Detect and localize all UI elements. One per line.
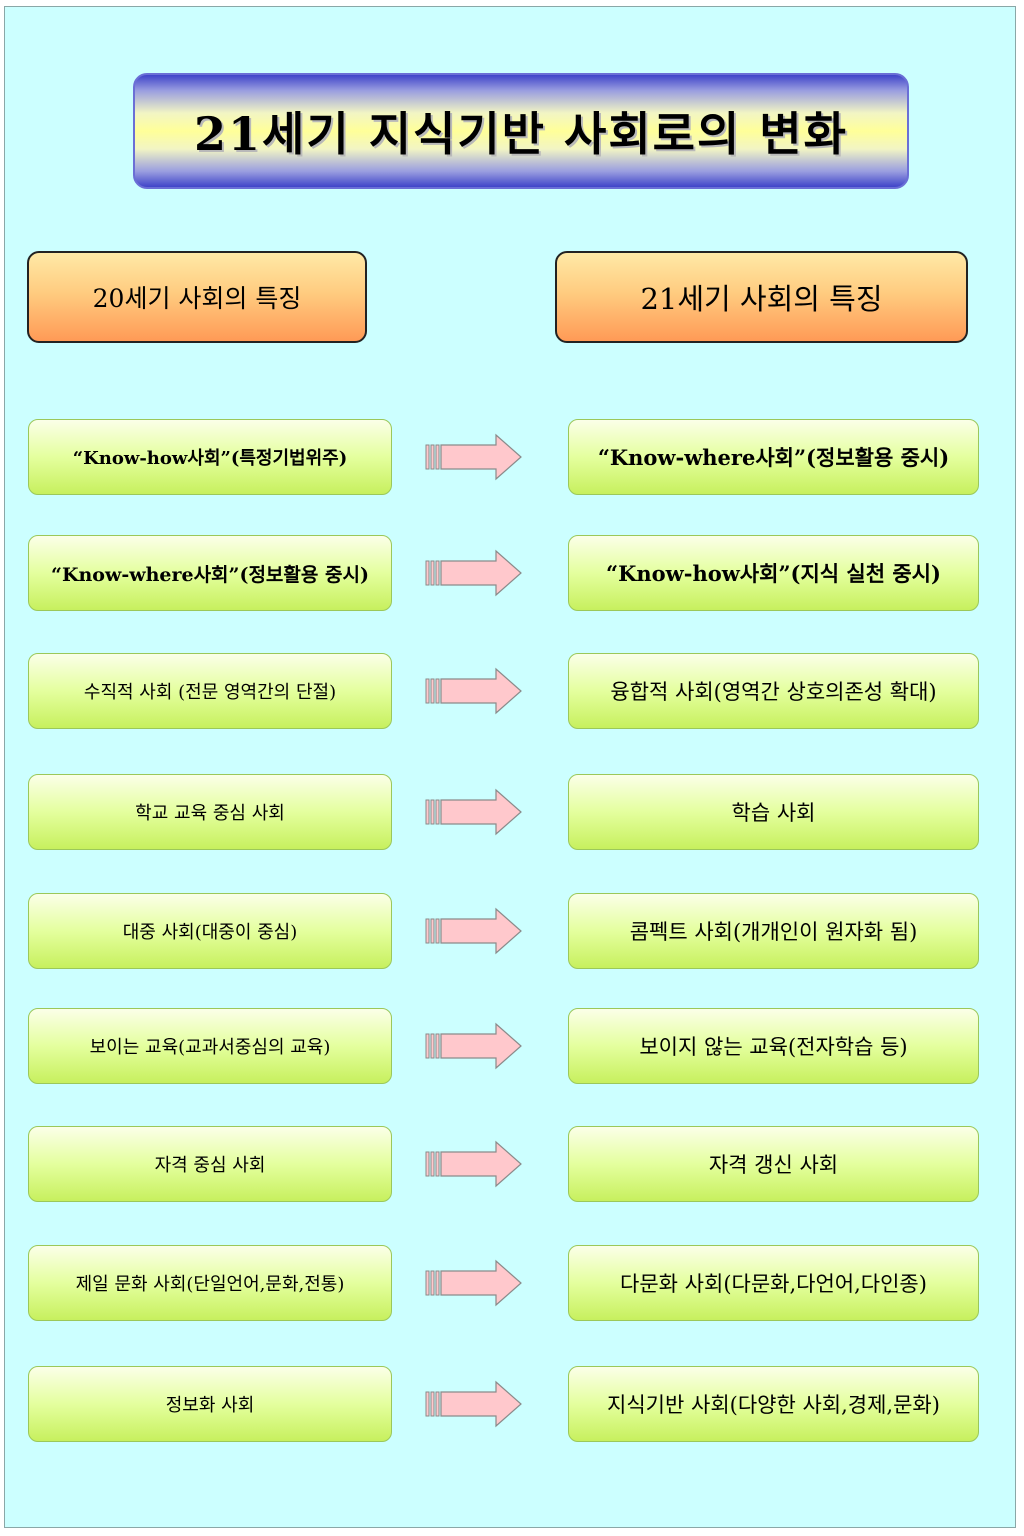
comparison-row-7: 자격 중심 사회 자격 갱신 사회 bbox=[0, 1126, 1024, 1202]
left-item-9-label: 정보화 사회 bbox=[165, 1395, 255, 1416]
right-item-2: “Know-how사회”(지식 실천 중시) bbox=[568, 535, 979, 611]
right-arrow-icon bbox=[425, 788, 522, 836]
header-20th-century-label: 20세기 사회의 특징 bbox=[92, 284, 302, 313]
left-item-2: “Know-where사회”(정보활용 중시) bbox=[28, 535, 392, 611]
left-item-7: 자격 중심 사회 bbox=[28, 1126, 392, 1202]
title-banner: 21세기 지식기반 사회로의 변화 bbox=[133, 73, 909, 189]
header-20th-century: 20세기 사회의 특징 bbox=[27, 251, 367, 343]
right-item-5: 콤펙트 사회(개개인이 원자화 됨) bbox=[568, 893, 979, 969]
comparison-row-6: 보이는 교육(교과서중심의 교육) 보이지 않는 교육(전자학습 등) bbox=[0, 1008, 1024, 1084]
comparison-row-2: “Know-where사회”(정보활용 중시) “Know-how사회”(지식 … bbox=[0, 535, 1024, 611]
comparison-row-4: 학교 교육 중심 사회 학습 사회 bbox=[0, 774, 1024, 850]
comparison-row-9: 정보화 사회 지식기반 사회(다양한 사회,경제,문화) bbox=[0, 1366, 1024, 1442]
right-item-7: 자격 갱신 사회 bbox=[568, 1126, 979, 1202]
right-item-9-label: 지식기반 사회(다양한 사회,경제,문화) bbox=[607, 1393, 940, 1417]
right-arrow-icon bbox=[425, 433, 522, 481]
right-item-3: 융합적 사회(영역간 상호의존성 확대) bbox=[568, 653, 979, 729]
right-item-6: 보이지 않는 교육(전자학습 등) bbox=[568, 1008, 979, 1084]
right-item-3-label: 융합적 사회(영역간 상호의존성 확대) bbox=[610, 680, 937, 704]
right-item-8: 다문화 사회(다문화,다언어,다인종) bbox=[568, 1245, 979, 1321]
right-item-1: “Know-where사회”(정보활용 중시) bbox=[568, 419, 979, 495]
left-item-8-label: 제일 문화 사회(단일언어,문화,전통) bbox=[75, 1274, 345, 1295]
left-item-5-label: 대중 사회(대중이 중심) bbox=[122, 922, 298, 943]
comparison-row-5: 대중 사회(대중이 중심) 콤펙트 사회(개개인이 원자화 됨) bbox=[0, 893, 1024, 969]
left-item-3: 수직적 사회 (전문 영역간의 단절) bbox=[28, 653, 392, 729]
comparison-row-8: 제일 문화 사회(단일언어,문화,전통) 다문화 사회(다문화,다언어,다인종) bbox=[0, 1245, 1024, 1321]
right-arrow-icon bbox=[425, 907, 522, 955]
right-arrow-icon bbox=[425, 1380, 522, 1428]
right-item-4-label: 학습 사회 bbox=[731, 801, 816, 825]
left-item-4-label: 학교 교육 중심 사회 bbox=[135, 803, 285, 824]
left-item-8: 제일 문화 사회(단일언어,문화,전통) bbox=[28, 1245, 392, 1321]
left-item-3-label: 수직적 사회 (전문 영역간의 단절) bbox=[83, 682, 337, 703]
right-arrow-icon bbox=[425, 667, 522, 715]
left-item-7-label: 자격 중심 사회 bbox=[154, 1155, 266, 1176]
left-item-9: 정보화 사회 bbox=[28, 1366, 392, 1442]
left-item-6-label: 보이는 교육(교과서중심의 교육) bbox=[89, 1037, 331, 1058]
right-arrow-icon bbox=[425, 1259, 522, 1307]
left-item-4: 학교 교육 중심 사회 bbox=[28, 774, 392, 850]
right-item-6-label: 보이지 않는 교육(전자학습 등) bbox=[639, 1035, 908, 1059]
right-arrow-icon bbox=[425, 549, 522, 597]
right-item-9: 지식기반 사회(다양한 사회,경제,문화) bbox=[568, 1366, 979, 1442]
right-item-5-label: 콤펙트 사회(개개인이 원자화 됨) bbox=[629, 920, 918, 944]
right-arrow-icon bbox=[425, 1022, 522, 1070]
left-item-5: 대중 사회(대중이 중심) bbox=[28, 893, 392, 969]
right-item-2-label: “Know-how사회”(지식 실천 중시) bbox=[606, 561, 941, 586]
right-item-1-label: “Know-where사회”(정보활용 중시) bbox=[597, 445, 950, 470]
header-21st-century: 21세기 사회의 특징 bbox=[555, 251, 968, 343]
right-arrow-icon bbox=[425, 1140, 522, 1188]
right-item-4: 학습 사회 bbox=[568, 774, 979, 850]
comparison-row-1: “Know-how사회”(특정기법위주) “Know-where사회”(정보활용… bbox=[0, 419, 1024, 495]
left-item-1: “Know-how사회”(특정기법위주) bbox=[28, 419, 392, 495]
right-item-7-label: 자격 갱신 사회 bbox=[708, 1153, 839, 1177]
right-item-8-label: 다문화 사회(다문화,다언어,다인종) bbox=[620, 1272, 927, 1296]
left-item-6: 보이는 교육(교과서중심의 교육) bbox=[28, 1008, 392, 1084]
comparison-row-3: 수직적 사회 (전문 영역간의 단절) 융합적 사회(영역간 상호의존성 확대) bbox=[0, 653, 1024, 729]
header-21st-century-label: 21세기 사회의 특징 bbox=[640, 282, 883, 316]
page-title: 21세기 지식기반 사회로의 변화 bbox=[194, 107, 848, 161]
left-item-2-label: “Know-where사회”(정보활용 중시) bbox=[51, 563, 369, 586]
left-item-1-label: “Know-how사회”(특정기법위주) bbox=[72, 448, 348, 469]
